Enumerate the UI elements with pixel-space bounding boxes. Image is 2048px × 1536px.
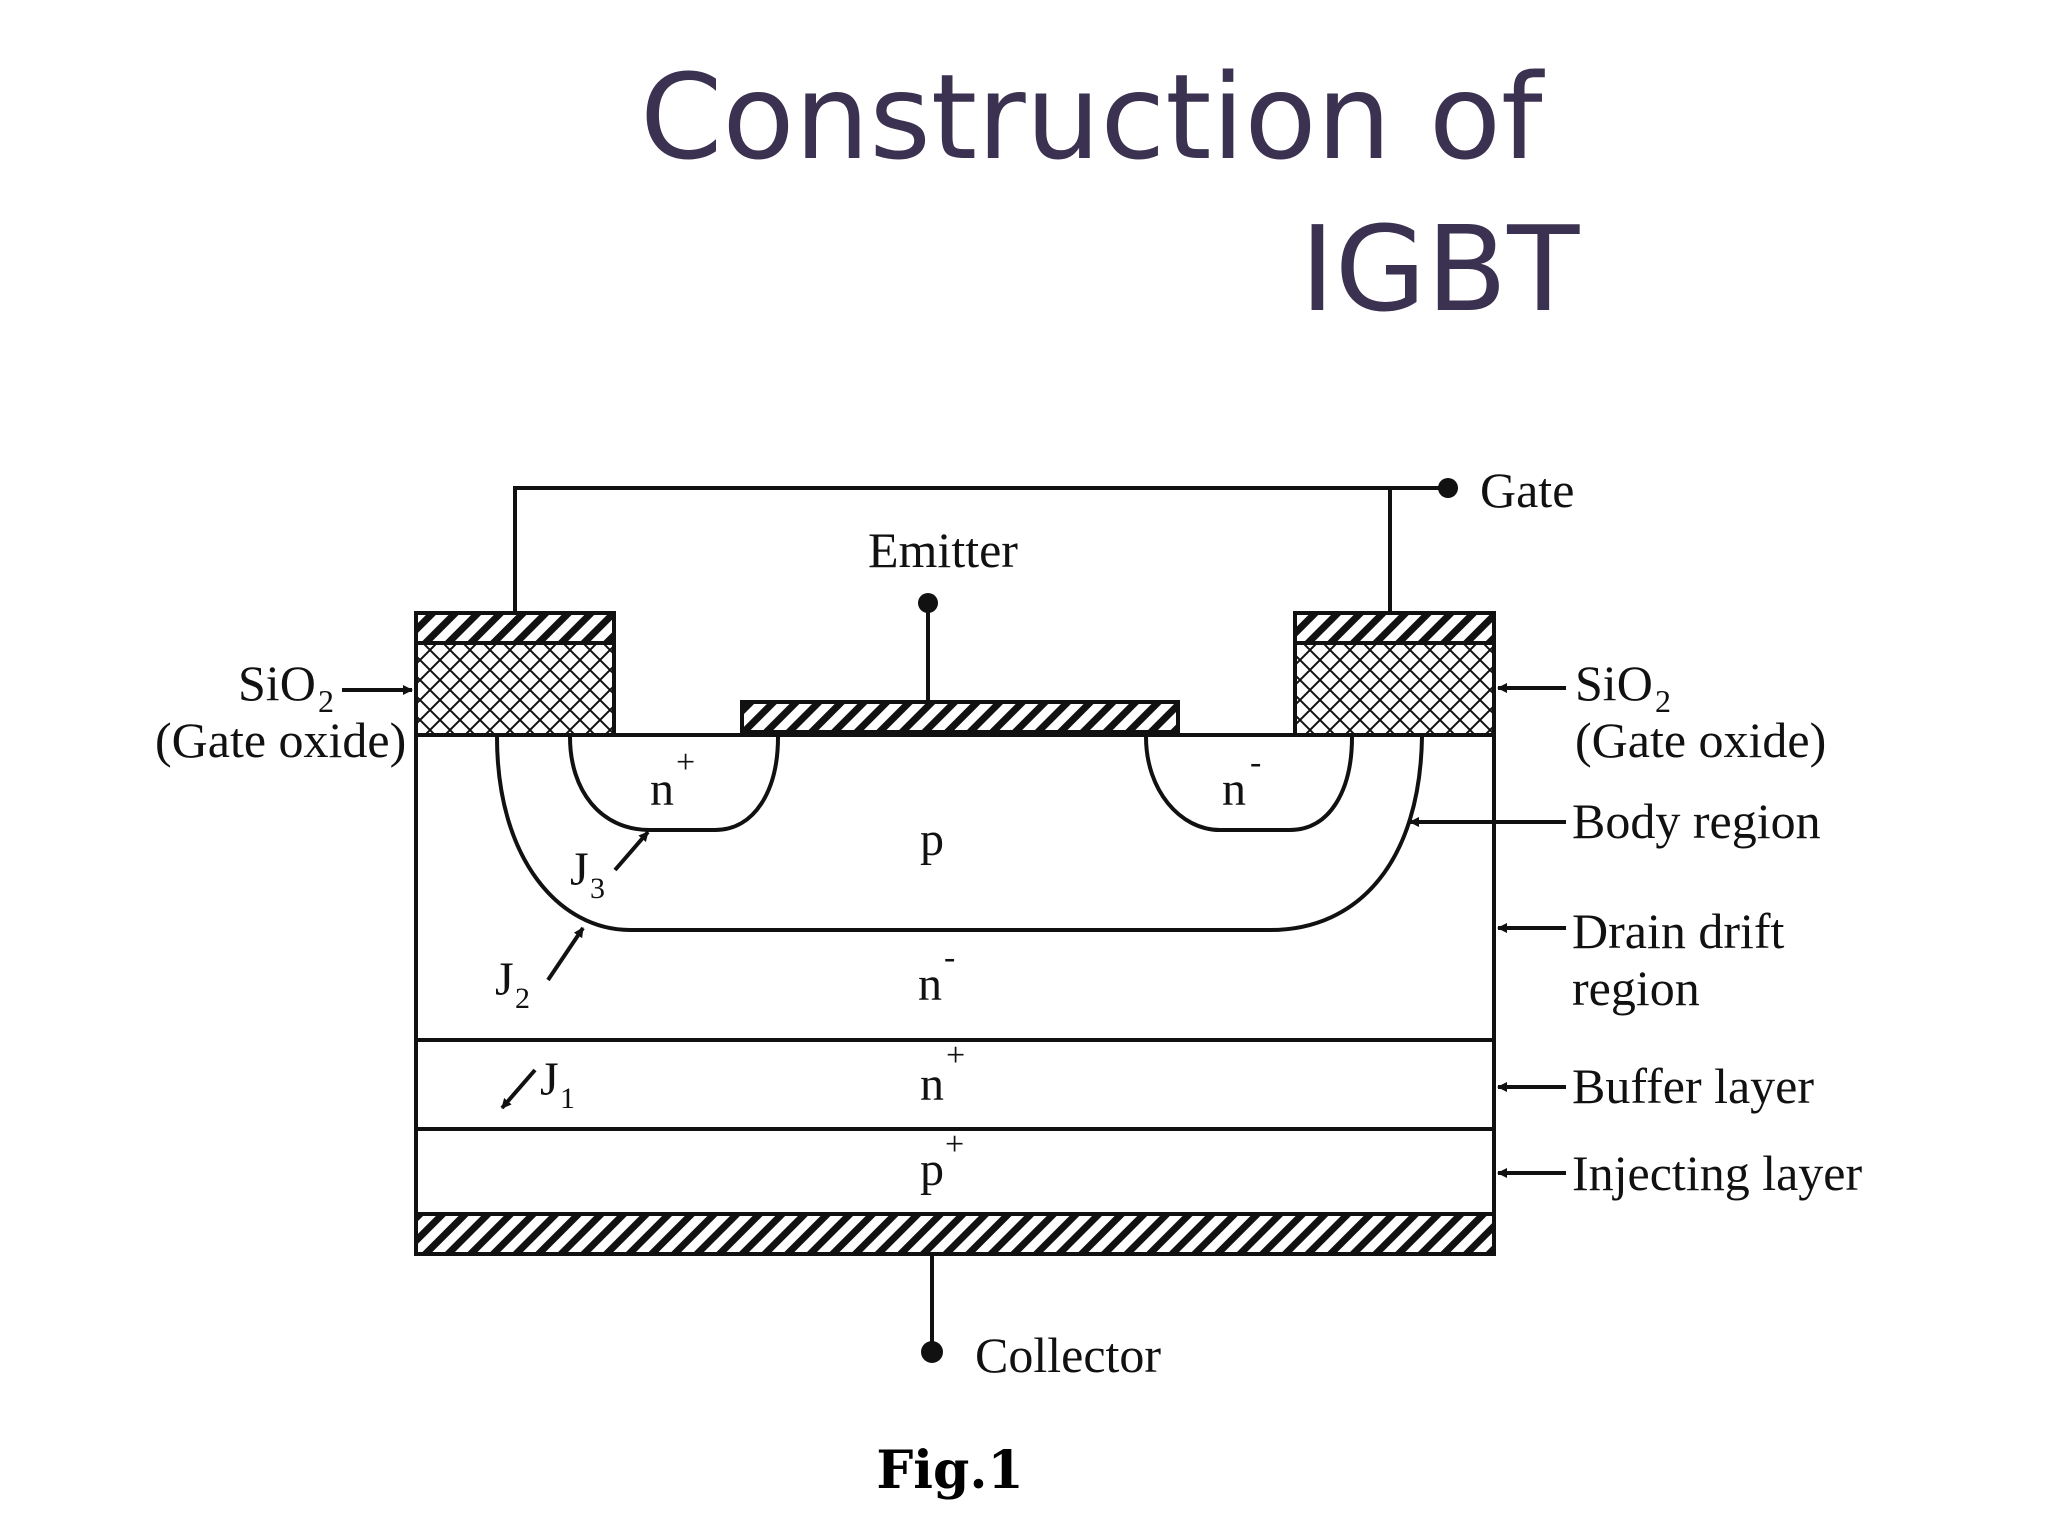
emitter-metal (740, 700, 1180, 734)
right-gate-metal (1293, 611, 1496, 645)
right-gate-oxide-text: (Gate oxide) (1575, 712, 1826, 768)
left-sio2-label: SiO 2 (Gate oxide) (155, 655, 413, 768)
right-sio2-text: SiO (1575, 655, 1653, 711)
right-n-well-boundary (1144, 736, 1354, 832)
region-n-right: n - (1222, 744, 1261, 816)
right-gate-oxide (1293, 641, 1496, 737)
region-n-drift: n - (918, 939, 955, 1011)
region-p-inject-sup: + (945, 1126, 964, 1163)
p-body-boundary (495, 736, 1424, 932)
region-n-drift-base: n (918, 958, 942, 1011)
buffer-layer-text: Buffer layer (1572, 1058, 1814, 1114)
region-n-buffer-sup: + (946, 1037, 965, 1074)
junction-j2: J 2 (495, 926, 585, 1015)
injecting-layer-label: Injecting layer (1497, 1145, 1862, 1201)
left-sio2-text: SiO (238, 655, 316, 711)
body-region-text: Body region (1572, 793, 1821, 849)
left-sio2-sub: 2 (318, 683, 334, 719)
gate-wiring (513, 486, 1448, 613)
junction-j2-base: J (495, 953, 514, 1006)
junction-j1-arrow (500, 1068, 537, 1110)
region-n-right-base: n (1222, 763, 1246, 816)
collector-terminal-dot (921, 1341, 943, 1363)
junction-j2-arrow (546, 926, 585, 982)
junction-j3-base: J (570, 843, 589, 896)
junction-j1-sub: 1 (560, 1082, 575, 1115)
left-gate-oxide (414, 641, 616, 737)
junction-j3-arrow (613, 830, 650, 872)
collector-metal (414, 1212, 1496, 1256)
page-title-line-2: IGBT (1300, 200, 1580, 338)
left-n-well-boundary (568, 736, 780, 832)
junction-j1: J 1 (500, 1053, 575, 1115)
region-n-left-sup: + (676, 744, 695, 781)
right-sio2-label: SiO 2 (Gate oxide) (1497, 655, 1826, 768)
region-n-left: n + (650, 744, 695, 816)
drain-drift-text-1: Drain drift (1572, 903, 1785, 959)
left-gate-oxide-text: (Gate oxide) (155, 712, 406, 768)
region-p-inject-base: p (920, 1143, 944, 1196)
left-gate-metal (414, 611, 616, 645)
gate-terminal-dot (1438, 478, 1458, 498)
emitter-label: Emitter (868, 522, 1018, 578)
buffer-layer-label: Buffer layer (1497, 1058, 1814, 1114)
region-n-left-base: n (650, 763, 674, 816)
drain-drift-label: Drain drift region (1497, 903, 1785, 1016)
right-sio2-sub: 2 (1655, 683, 1671, 719)
page-title-line-1: Construction of (640, 48, 1543, 186)
collector-label: Collector (975, 1327, 1161, 1383)
junction-j3: J 3 (570, 830, 650, 905)
region-n-drift-sup: - (944, 939, 955, 976)
body-region-label: Body region (1409, 793, 1821, 849)
region-n-buffer-base: n (920, 1058, 944, 1111)
junction-j2-sub: 2 (515, 982, 530, 1015)
region-p-body: p (920, 813, 944, 866)
junction-j1-base: J (540, 1053, 559, 1106)
drain-drift-text-2: region (1572, 960, 1700, 1016)
junction-j3-sub: 3 (590, 872, 605, 905)
region-p-inject: p + (920, 1126, 964, 1196)
gate-label: Gate (1480, 462, 1574, 518)
figure-caption: Fig.1 (876, 1440, 1024, 1501)
device-body (414, 733, 1496, 1254)
injecting-layer-text: Injecting layer (1572, 1145, 1862, 1201)
region-n-right-sup: - (1250, 744, 1261, 781)
region-n-buffer: n + (920, 1037, 965, 1111)
